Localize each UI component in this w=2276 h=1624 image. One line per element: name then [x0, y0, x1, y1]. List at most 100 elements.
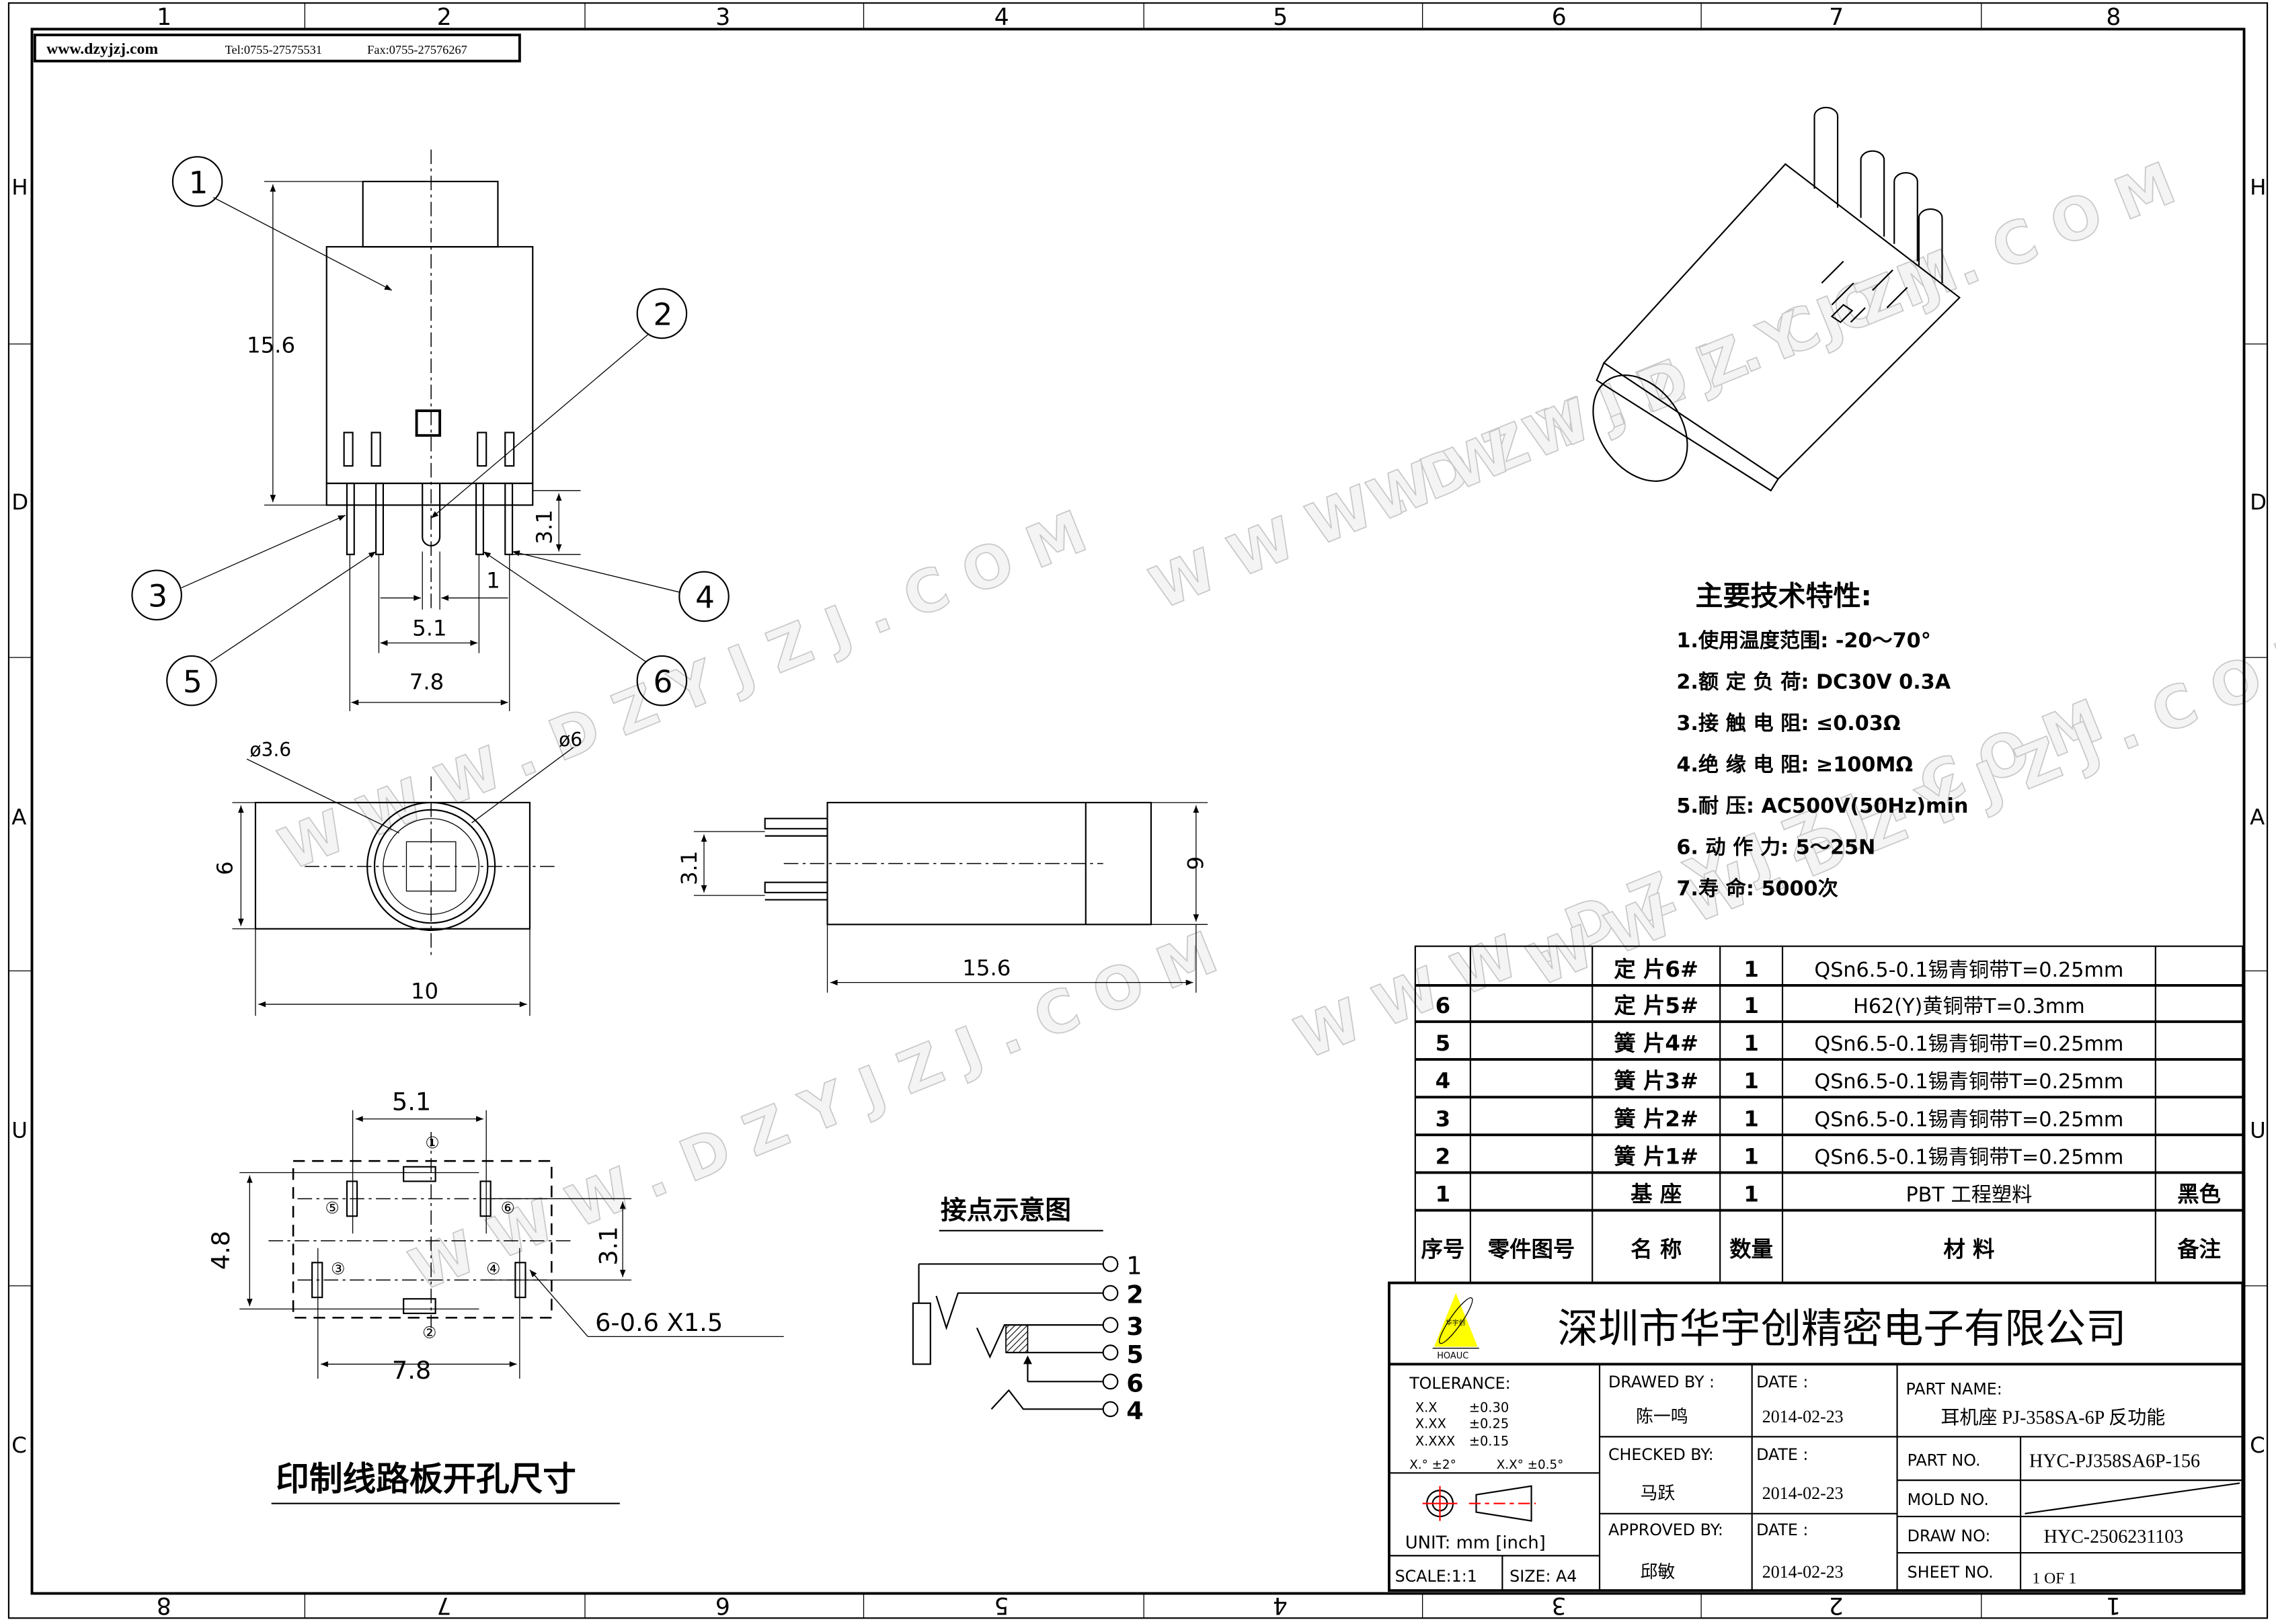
spec-item: 7.寿 命: 5000次: [1676, 877, 1838, 901]
balloon-6: 6: [636, 655, 688, 706]
column-number: 5: [994, 1592, 1009, 1619]
cell-qty: 1: [1743, 1144, 1759, 1170]
row-letter: H: [11, 174, 28, 200]
terminal-label: 4: [1126, 1396, 1144, 1425]
dim-pin-offset: 1: [486, 567, 500, 593]
side-view: 3.1 6 15.6: [676, 801, 1208, 993]
dim-pitch-outer: 7.8: [409, 669, 444, 695]
cell-material: QSn6.5-0.1锡青铜带T=0.25mm: [1814, 1032, 2123, 1056]
cell-material: QSn6.5-0.1锡青铜带T=0.25mm: [1814, 1108, 2123, 1131]
cell-material: H62(Y)黄铜带T=0.3mm: [1853, 995, 2085, 1018]
spec-item: 4.绝 缘 电 阻: ≥100MΩ: [1676, 753, 1913, 777]
approved-date: 2014-02-23: [1762, 1562, 1844, 1582]
pcb-pin-label: ⑤: [325, 1199, 340, 1217]
technical-specs: 主要技术特性: 1.使用温度范围: -20～70° 2.额 定 负 荷: DC30…: [1676, 579, 1968, 901]
pcb-pin-label: ①: [426, 1133, 440, 1152]
dim-side-length: 15.6: [962, 955, 1011, 981]
terminal-label: 3: [1126, 1312, 1144, 1341]
cell-name: 簧 片2#: [1614, 1106, 1698, 1131]
column-number: 1: [157, 4, 171, 31]
dim-end-width: 10: [411, 978, 438, 1004]
tol-format: X.X: [1415, 1400, 1438, 1416]
part-no: HYC-PJ358SA6P-156: [2029, 1451, 2200, 1472]
dim-side-pins: 3.1: [676, 851, 702, 886]
column-number: 2: [1829, 1592, 1844, 1619]
mold-no-label: MOLD NO.: [1908, 1490, 1989, 1509]
terminal-label: 1: [1126, 1252, 1142, 1281]
angle-tol: X.° ±2°: [1409, 1458, 1456, 1472]
company-name: 深圳市华宇创精密电子有限公司: [1557, 1305, 2126, 1352]
part-name-label: PART NAME:: [1906, 1380, 2002, 1399]
cell-no: 2: [1436, 1144, 1451, 1170]
column-number: 2: [437, 4, 452, 31]
header-qty: 数量: [1729, 1237, 1773, 1262]
terminal-icon: [1102, 1256, 1119, 1272]
tol-value: ±0.30: [1469, 1400, 1509, 1416]
isometric-view: [1592, 106, 1961, 492]
column-number: 4: [994, 4, 1009, 31]
cell-qty: 1: [1743, 993, 1759, 1018]
column-number: 7: [1829, 4, 1844, 31]
svg-text:华宇创: 华宇创: [1446, 1318, 1465, 1327]
cell-no: 6: [1436, 993, 1451, 1018]
cell-remark: 黑色: [2177, 1182, 2221, 1207]
cell-no: 4: [1436, 1068, 1451, 1094]
table-row: 3 簧 片2# 1 QSn6.5-0.1锡青铜带T=0.25mm: [1436, 1106, 2124, 1131]
row-letter: C: [11, 1432, 27, 1458]
approved-by-label: APPROVED BY:: [1608, 1520, 1723, 1539]
tol-value: ±0.15: [1469, 1433, 1509, 1449]
cell-qty: 1: [1743, 957, 1759, 982]
balloon-number: 5: [183, 664, 202, 700]
row-letter: D: [11, 489, 28, 515]
cell-no: 3: [1436, 1106, 1451, 1131]
row-letter: A: [2250, 804, 2265, 829]
terminal-icon: [1102, 1401, 1119, 1418]
specs-title: 主要技术特性:: [1695, 579, 1871, 612]
tol-format: X.XX: [1415, 1416, 1446, 1431]
date-label: DATE :: [1756, 1520, 1808, 1539]
column-number: 8: [2106, 4, 2121, 31]
dim-pin-length: 3.1: [531, 510, 557, 544]
cell-qty: 1: [1743, 1182, 1759, 1207]
spec-item: 1.使用温度范围: -20～70°: [1676, 629, 1930, 653]
spec-item: 5.耐 压: AC500V(50Hz)min: [1676, 795, 1968, 818]
dia-outer: ø6: [559, 729, 582, 751]
cell-material: QSn6.5-0.1锡青铜带T=0.25mm: [1814, 1146, 2123, 1170]
tel: Tel:0755-27575531: [225, 43, 322, 56]
scale: SCALE:1:1: [1395, 1567, 1477, 1586]
balloon-5: 5: [166, 655, 217, 706]
pcb-pin-label: ③: [331, 1260, 345, 1278]
header-no: 序号: [1421, 1237, 1464, 1262]
spec-item: 2.额 定 负 荷: DC30V 0.3A: [1676, 671, 1951, 694]
cell-material: QSn6.5-0.1锡青铜带T=0.25mm: [1814, 959, 2123, 982]
checked-date: 2014-02-23: [1762, 1484, 1844, 1503]
terminal-icon: [1102, 1344, 1119, 1361]
unit: UNIT: mm [inch]: [1405, 1533, 1546, 1553]
cell-name: 簧 片3#: [1614, 1068, 1698, 1094]
header-drawing-no: 零件图号: [1488, 1237, 1575, 1262]
column-number: 7: [436, 1592, 451, 1619]
balloon-3: 3: [131, 569, 182, 621]
balloon-1: 1: [171, 156, 223, 207]
header-name: 名 称: [1631, 1237, 1682, 1262]
column-number: 1: [2106, 1592, 2121, 1619]
approved-by: 邱敏: [1640, 1562, 1675, 1582]
balloon-number: 4: [695, 580, 715, 616]
hole-note: 6-0.6 X1.5: [595, 1308, 723, 1337]
cell-no: 1: [1436, 1182, 1451, 1207]
pcb-dim-right: 3.1: [594, 1226, 623, 1265]
column-number: 6: [715, 1592, 730, 1619]
sheet-size: SIZE: A4: [1509, 1567, 1577, 1586]
balloon-2: 2: [636, 288, 688, 339]
spec-item: 3.接 触 电 阻: ≤0.03Ω: [1676, 712, 1900, 735]
dim-side-height: 6: [1182, 856, 1208, 870]
balloon-number: 1: [189, 165, 208, 200]
cell-qty: 1: [1743, 1106, 1759, 1131]
header-remark: 备注: [2177, 1237, 2221, 1262]
